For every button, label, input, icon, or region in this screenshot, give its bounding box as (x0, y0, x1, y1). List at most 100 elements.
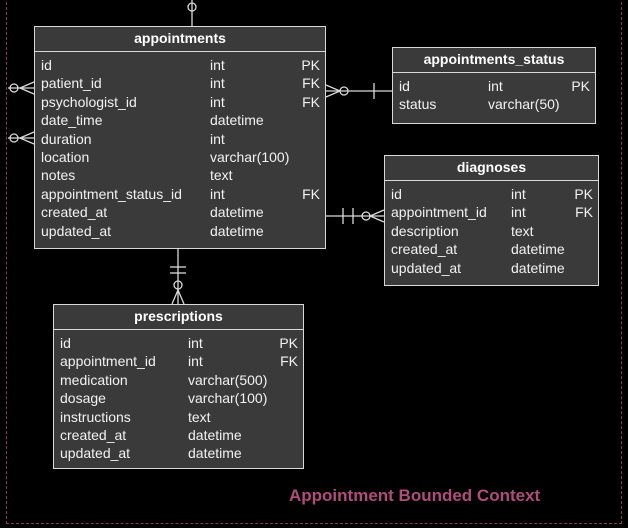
column-type: varchar(100) (210, 148, 290, 165)
column-name: appointment_id (391, 204, 487, 221)
column-row: id int PK (393, 77, 595, 95)
column-type: int (488, 78, 503, 94)
column-type: int (210, 57, 225, 73)
column-key: FK (575, 204, 593, 221)
column-type: varchar(500) (188, 371, 268, 388)
column-type: datetime (188, 445, 242, 462)
column-row: id int PK (54, 334, 303, 352)
relation-crowfoot-patient (19, 81, 35, 95)
entity-title: prescriptions (54, 305, 303, 330)
column-type: text (210, 167, 233, 184)
column-key: FK (302, 185, 320, 202)
column-type: int (210, 185, 225, 202)
column-key: PK (574, 186, 593, 202)
column-name: updated_at (41, 222, 112, 239)
column-type: datetime (511, 241, 565, 258)
column-type: int (210, 130, 225, 147)
column-type: int (511, 186, 526, 202)
column-row: updated_at datetime (35, 222, 325, 240)
column-row: id int PK (385, 185, 598, 203)
column-name: description (391, 222, 459, 239)
column-name: location (41, 148, 90, 165)
column-row: location varchar(100) (35, 148, 325, 166)
entity-title: appointments_status (393, 48, 595, 73)
column-row: updated_at datetime (54, 444, 303, 462)
column-type: datetime (210, 222, 264, 239)
column-name: id (399, 78, 410, 94)
column-row: appointment_id int FK (54, 352, 303, 370)
relation-zero-marker-patient (9, 83, 19, 93)
column-name: duration (41, 130, 92, 147)
relation-zero-marker-prescriptions (173, 280, 183, 290)
column-type: int (210, 75, 225, 92)
relation-zero-marker-status (339, 86, 349, 96)
column-type: int (188, 353, 203, 370)
column-name: created_at (60, 426, 127, 443)
column-key: PK (571, 78, 590, 94)
column-name: medication (60, 371, 128, 388)
column-name: status (399, 96, 437, 113)
column-row: status varchar(50) (393, 95, 595, 113)
relation-crowfoot-diagnoses (369, 209, 385, 223)
entity-columns: id int PK status varchar(50) (393, 73, 595, 114)
column-name: id (60, 335, 71, 351)
column-type: datetime (210, 112, 264, 129)
entity-title: appointments (35, 27, 325, 52)
column-name: id (41, 57, 52, 73)
bounded-context-label: Appointment Bounded Context (289, 486, 541, 505)
column-row: psychologist_id int FK (35, 93, 325, 111)
column-key: FK (280, 353, 298, 370)
column-type: int (511, 204, 526, 221)
column-name: created_at (391, 241, 458, 258)
column-row: date_time datetime (35, 111, 325, 129)
column-type: datetime (511, 259, 565, 276)
column-row: description text (385, 222, 598, 240)
relation-crowfoot-prescriptions (171, 289, 185, 305)
column-name: psychologist_id (41, 93, 137, 110)
entity-appointments-status[interactable]: appointments_status id int PK status varchar… (392, 47, 596, 124)
column-row: patient_id int FK (35, 74, 325, 92)
column-name: patient_id (41, 75, 102, 92)
column-name: updated_at (391, 259, 462, 276)
column-row: created_at datetime (385, 240, 598, 258)
column-row: medication varchar(500) (54, 371, 303, 389)
column-name: dosage (60, 390, 106, 407)
column-row: appointment_id int FK (385, 203, 598, 221)
column-row: created_at datetime (54, 426, 303, 444)
relation-zero-marker-psychologist (9, 133, 19, 143)
column-type: datetime (210, 204, 264, 221)
column-name: updated_at (60, 445, 131, 462)
relation-crowfoot-psychologist (19, 131, 35, 145)
column-row: updated_at datetime (385, 259, 598, 277)
column-row: duration int (35, 130, 325, 148)
column-name: id (391, 186, 402, 202)
column-type: text (511, 222, 534, 239)
column-type: int (210, 93, 225, 110)
column-name: date_time (41, 112, 103, 129)
column-name: appointment_id (60, 353, 156, 370)
column-name: created_at (41, 204, 108, 221)
column-type: varchar(50) (488, 96, 560, 113)
column-name: notes (41, 167, 76, 184)
bounded-context-boundary (6, 2, 622, 524)
column-key: FK (302, 75, 320, 92)
column-row: created_at datetime (35, 203, 325, 221)
relation-zero-marker-top (187, 2, 197, 12)
column-key: FK (302, 93, 320, 110)
column-type: text (188, 408, 211, 425)
column-type: datetime (188, 426, 242, 443)
column-type: int (188, 335, 203, 351)
column-name: appointment_status_id (41, 185, 182, 202)
column-key: PK (279, 335, 298, 351)
